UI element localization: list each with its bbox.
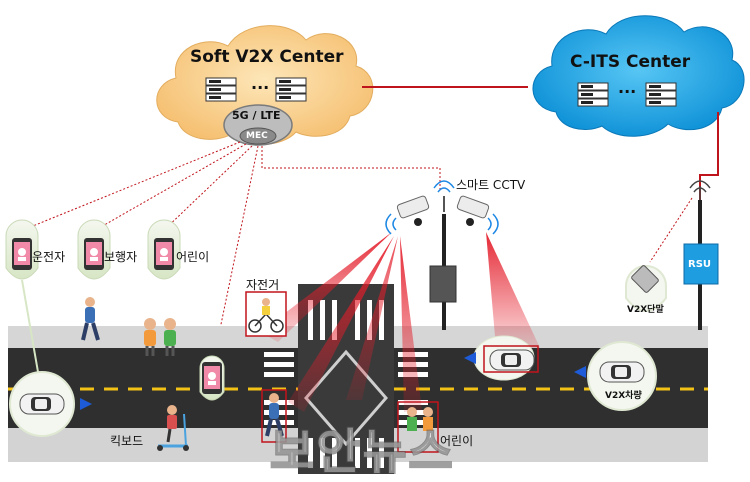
soft-center-ellipsis: ... [251,74,270,93]
kickboard-figure [157,405,189,451]
bicycle-label: 자전거 [246,278,280,292]
v2x-terminal-label: V2X단말 [627,305,664,315]
detected-car [464,335,539,381]
child-label: 어린이 [176,250,210,264]
intersection-marking [304,349,388,447]
soft-v2x-center-title: Soft V2X Center [190,47,344,67]
bicycle-figure [245,291,287,337]
pedestrian-bubble [77,219,111,280]
cits-cloud [532,15,745,137]
child-bubble [147,219,181,280]
v2x-terminal-bubble [625,265,667,312]
watermark-text: 보안뉴스 [269,423,455,481]
cctv-beams [260,232,540,412]
cctv-camera-icon [396,195,490,226]
rsu-terminal-link [649,197,693,263]
mec-label: MEC [246,131,268,141]
network-label: 5G / LTE [232,109,281,122]
cctv-pole [429,196,457,330]
cctv-label: 스마트 CCTV [456,178,526,192]
kickboard-bubble [199,355,225,401]
rsu-unit [683,200,719,330]
cits-center-title: C-ITS Center [570,52,691,72]
child-bottom-label: 어린이 [440,434,474,448]
v2x-vehicle-label: V2X차량 [605,391,642,401]
mec-dotted-links [17,141,441,359]
v2x-vehicle [574,341,657,411]
antenna-icon [689,180,711,200]
driver-bubble [5,219,39,373]
pedestrian-label: 보행자 [104,250,138,264]
rsu-label: RSU [688,259,712,270]
children-figure [144,318,176,356]
cits-rsu-line [699,112,719,240]
child-crossing-figure [397,401,439,453]
driver-car [9,371,92,437]
kickboard-label: 킥보드 [110,434,144,448]
cits-center-ellipsis: ... [618,78,637,97]
driver-label: 운전자 [32,250,66,264]
mec-ellipse [239,127,277,145]
crossing-person-figure [261,389,287,443]
signal-waves-icon [385,180,499,235]
